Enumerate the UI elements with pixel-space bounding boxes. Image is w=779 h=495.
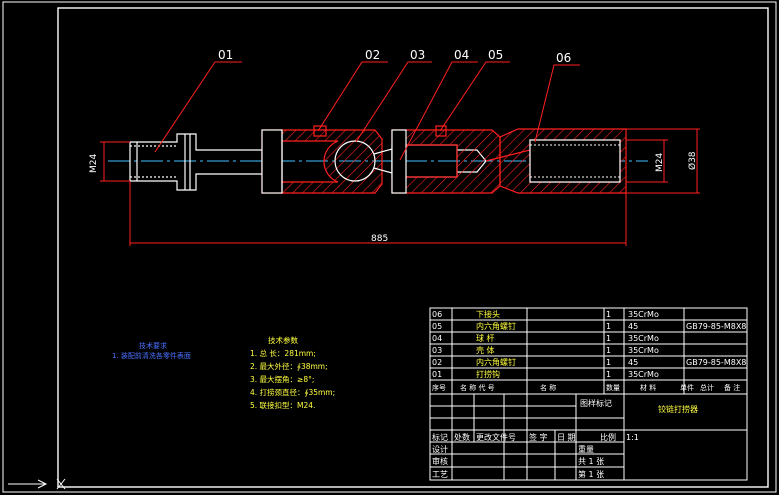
part-05-qty: 1 (606, 322, 611, 331)
part-05-standard: GB79-85-M8X8 (686, 322, 746, 331)
title-block (429, 393, 748, 481)
part-connector-sleeve (391, 125, 501, 194)
balloon-labels: 01 02 03 04 05 06 (218, 48, 571, 65)
dim-outer-diameter: Ø38 (687, 151, 698, 170)
part-06-lower-joint (485, 128, 627, 194)
part-05-name: 内六角螺钉 (476, 321, 516, 331)
parts-header-7: 备 注 (724, 383, 740, 392)
part-04-qty: 1 (606, 334, 611, 343)
title-block-text: 图样标记 铰链打捞器 标记 处数 更改文件号 签 字 日 期 设计 审核 工艺 … (432, 398, 698, 479)
part-02-no: 02 (432, 358, 442, 367)
part-02-material: 45 (628, 358, 638, 367)
part-05-no: 05 (432, 322, 442, 331)
tech-param-2: 2. 最大外径：∮38mm; (250, 361, 328, 371)
tb-label-doc: 更改文件号 (476, 432, 516, 442)
tb-designer: 设计 (432, 444, 448, 454)
notes-left: 技术要求 1. 装配前清洗各零件表面 (112, 341, 191, 360)
part-03-name: 壳 体 (476, 345, 495, 355)
part-02-name: 内六角螺钉 (476, 357, 516, 367)
part-01-hook (129, 133, 263, 191)
balloon-02: 02 (365, 48, 380, 62)
part-03-housing (261, 125, 383, 194)
balloon-06: 06 (556, 51, 571, 65)
tb-process: 工艺 (432, 470, 448, 479)
notes-left-line1: 1. 装配前清洗各零件表面 (112, 351, 191, 360)
tech-param-3: 3. 最大摆角：≥8°; (250, 374, 314, 384)
tb-label-mark: 标记 (432, 432, 448, 442)
parts-header-6: 总计 (700, 383, 714, 392)
tb-ratio-label: 比例 (600, 432, 616, 442)
part-05-material: 45 (628, 322, 638, 331)
part-06-no: 06 (432, 310, 442, 319)
part-06-qty: 1 (606, 310, 611, 319)
tb-sheet2: 第 1 张 (578, 469, 604, 479)
part-01-no: 01 (432, 370, 442, 379)
drawing-name: 铰链打捞器 (658, 404, 698, 414)
part-04-no: 04 (432, 334, 442, 343)
ucs-axis-icon (8, 478, 66, 490)
parts-header-0: 序号 (432, 383, 446, 392)
part-06-name: 下接头 (476, 309, 500, 319)
parts-header-3: 数量 (606, 383, 620, 392)
parts-header-2: 名 称 (540, 383, 556, 392)
part-02-qty: 1 (606, 358, 611, 367)
parts-header-1: 名 称 代 号 (460, 383, 495, 392)
parts-header-4: 材 料 (640, 383, 656, 392)
balloon-01: 01 (218, 48, 233, 62)
tb-label-count: 处数 (454, 432, 470, 442)
tb-label-date: 日 期 (557, 433, 576, 442)
balloon-03: 03 (410, 48, 425, 62)
tech-params-title: 技术参数 (268, 335, 298, 345)
part-01-material: 35CrMo (628, 370, 659, 379)
tech-param-4: 4. 打捞颈直径：∮35mm; (250, 387, 335, 397)
part-01-qty: 1 (606, 370, 611, 379)
balloon-05: 05 (488, 48, 503, 62)
tb-weight: 重量 (578, 444, 594, 454)
tb-label-sign: 签 字 (529, 432, 548, 442)
balloon-04: 04 (454, 48, 469, 62)
dim-right-thread: M24 (655, 153, 665, 172)
dim-overall-length: 885 (371, 234, 388, 244)
notes-left-title: 技术要求 (139, 341, 167, 350)
part-03-material: 35CrMo (628, 346, 659, 355)
tb-ratio: 1:1 (626, 433, 639, 442)
part-02-standard: GB79-85-M8X8 (686, 358, 746, 367)
part-04-name: 球 杆 (476, 333, 495, 343)
part-01-name: 打捞钩 (476, 369, 500, 379)
part-06-material: 35CrMo (628, 310, 659, 319)
part-03-no: 03 (432, 346, 442, 355)
parts-header-5: 单件 (680, 383, 694, 392)
part-04-material: 35CrMo (628, 334, 659, 343)
tb-sheet: 共 1 张 (578, 457, 604, 466)
tech-param-1: 1. 总 长：281mm; (250, 348, 316, 358)
tech-params: 技术参数 1. 总 长：281mm; 2. 最大外径：∮38mm; 3. 最大摆… (250, 335, 335, 410)
dimension-lines (100, 128, 700, 246)
balloon-leaders (154, 61, 580, 161)
part-03-qty: 1 (606, 346, 611, 355)
parts-list (429, 307, 748, 395)
tb-checker: 审核 (432, 456, 448, 466)
tech-param-5: 5. 联接扣型：M24. (250, 400, 315, 410)
dim-left-thread: M24 (89, 154, 99, 173)
title-doc-label: 图样标记 (580, 398, 612, 408)
